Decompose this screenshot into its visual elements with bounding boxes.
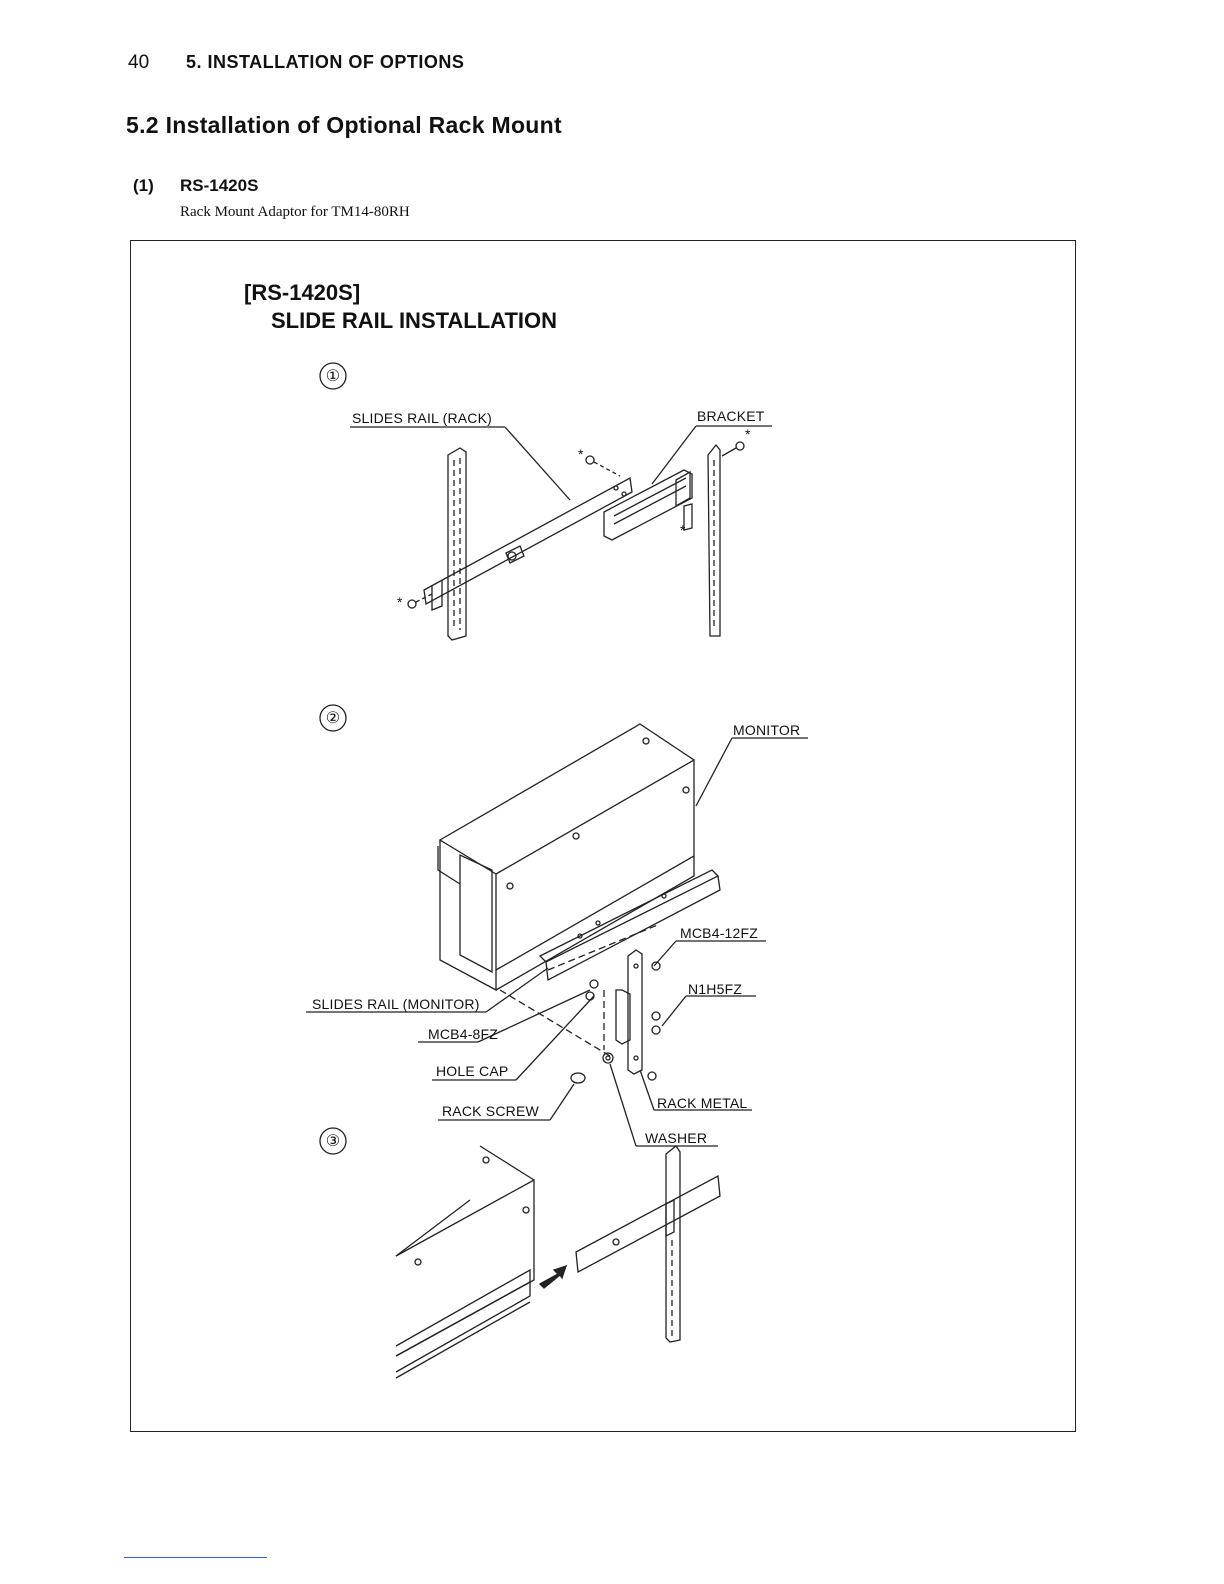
label-rack-metal: RACK METAL xyxy=(657,1095,747,1111)
bracket xyxy=(604,470,692,540)
label-hole-cap: HOLE CAP xyxy=(436,1063,508,1079)
label-slides-rail-monitor: SLIDES RAIL (MONITOR) xyxy=(312,996,480,1012)
label-rack-screw: RACK SCREW xyxy=(442,1103,539,1119)
asterisk-3: * xyxy=(397,594,403,610)
rack-post-step3 xyxy=(666,1146,680,1342)
asterisk-2: * xyxy=(745,426,751,442)
label-washer: WASHER xyxy=(645,1130,707,1146)
rack-post-left xyxy=(448,448,466,640)
rack-post-right xyxy=(708,445,720,636)
step-1-marker: ① xyxy=(325,366,341,386)
footnote-rule xyxy=(124,1557,267,1558)
slide-rail-rack xyxy=(424,478,632,610)
slide-rail-rack-step3 xyxy=(576,1176,720,1272)
monitor-step3 xyxy=(396,1146,534,1378)
rack-metal xyxy=(616,950,642,1074)
label-bracket: BRACKET xyxy=(697,408,765,424)
step-3-marker: ③ xyxy=(325,1131,341,1151)
label-slides-rail-rack: SLIDES RAIL (RACK) xyxy=(352,410,492,426)
asterisk-4: * xyxy=(680,522,686,538)
screw-set-step1 xyxy=(408,442,744,608)
label-mcb4-8fz: MCB4-8FZ xyxy=(428,1026,498,1042)
label-monitor: MONITOR xyxy=(733,722,800,738)
label-n1h5fz: N1H5FZ xyxy=(688,981,742,997)
asterisk-1: * xyxy=(578,446,584,462)
label-mcb4-12fz: MCB4-12FZ xyxy=(680,925,758,941)
step-2-marker: ② xyxy=(325,708,341,728)
insert-arrow xyxy=(540,1266,566,1288)
monitor-body xyxy=(438,724,694,990)
